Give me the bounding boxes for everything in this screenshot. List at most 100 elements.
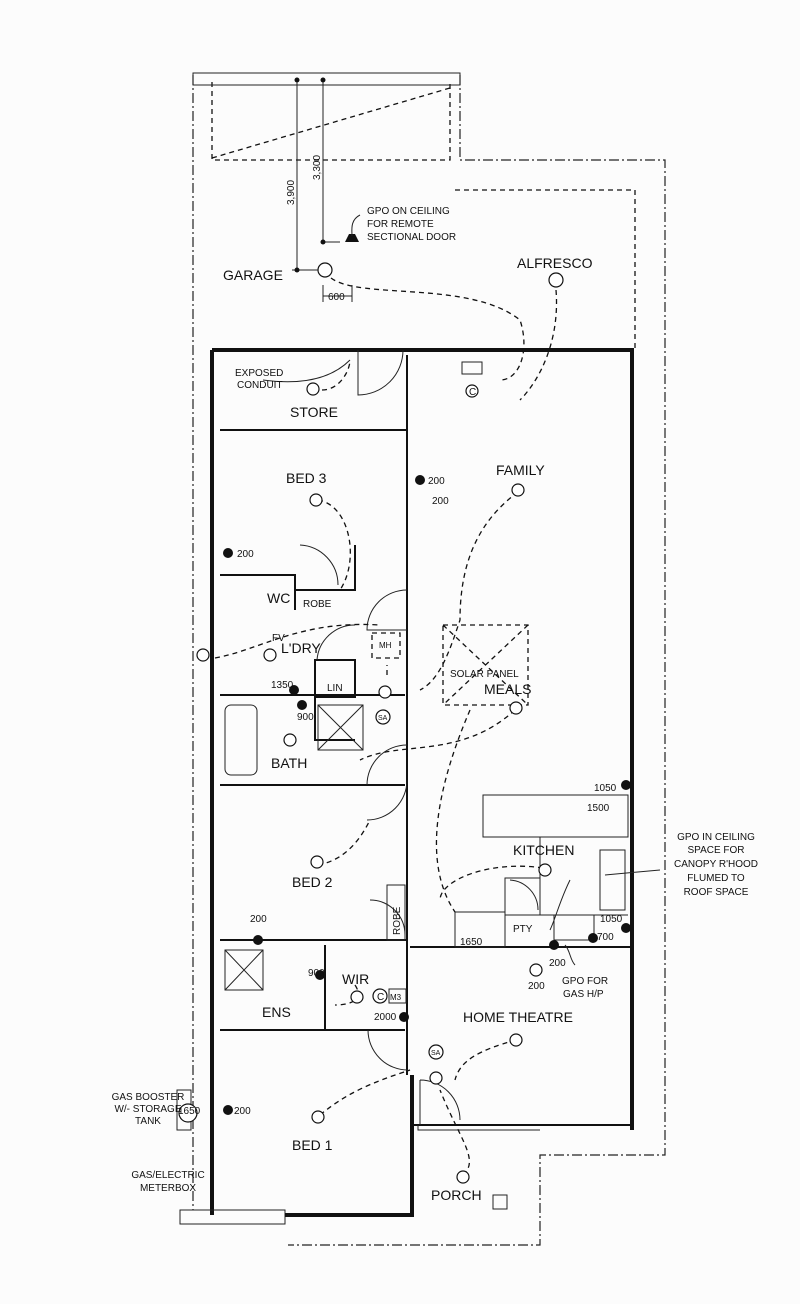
dim-200: 200 <box>237 549 254 560</box>
label-smoke-alarm: SA <box>378 715 388 722</box>
room-robe-1: ROBE <box>303 599 332 610</box>
room-robe-2: ROBE <box>392 906 403 935</box>
dim-1350: 1350 <box>271 680 294 691</box>
dim-900: 900 <box>297 712 314 723</box>
light-icon <box>350 990 364 1004</box>
room-pantry: PTY <box>513 924 533 935</box>
dimension-lines <box>262 77 661 966</box>
boundary-lines <box>192 72 666 1246</box>
dim-600: 600 <box>328 292 345 303</box>
room-bath: BATH <box>271 755 307 771</box>
dim-200: 200 <box>432 496 449 507</box>
dim-1050: 1050 <box>600 914 623 925</box>
light-icon <box>317 262 333 278</box>
room-ensuite: ENS <box>262 1004 291 1020</box>
smoke-alarm-icon <box>428 1044 444 1060</box>
note-gpo-ceiling-door: GPO ON CEILING <box>367 206 450 217</box>
label-m3: M3 <box>390 993 402 1002</box>
room-bed2: BED 2 <box>292 874 333 890</box>
room-linen: LIN <box>327 683 343 694</box>
note-gpo-gas: GAS H/P <box>563 989 604 1000</box>
light-icon <box>311 1110 325 1124</box>
dim-200: 200 <box>528 981 545 992</box>
room-kitchen: KITCHEN <box>513 842 574 858</box>
gpo-icon <box>399 1012 409 1022</box>
c-symbol-icon <box>465 384 479 398</box>
light-icon <box>456 1170 470 1184</box>
dim-3300: 3,300 <box>312 155 323 180</box>
note-exposed-conduit: EXPOSED <box>235 368 283 379</box>
dim-700: 700 <box>597 932 614 943</box>
note-meterbox: METERBOX <box>140 1183 196 1194</box>
dim-1500: 1500 <box>587 803 610 814</box>
room-bed3: BED 3 <box>286 470 327 486</box>
dim-2000: 2000 <box>374 1012 397 1023</box>
light-icon <box>509 701 523 715</box>
note-gpo-canopy: CANOPY R'HOOD <box>674 859 758 870</box>
note-gas-booster: GAS BOOSTER <box>112 1092 185 1103</box>
light-icon <box>509 1033 523 1047</box>
note-meterbox: GAS/ELECTRIC <box>131 1170 204 1181</box>
doors <box>299 349 539 1125</box>
room-wc: WC <box>267 590 290 606</box>
gpo-icon <box>223 1105 233 1115</box>
room-laundry: L'DRY <box>281 640 321 656</box>
room-store: STORE <box>290 404 338 420</box>
post-icon <box>492 1194 508 1210</box>
room-bed1: BED 1 <box>292 1137 333 1153</box>
dim-1050: 1050 <box>594 783 617 794</box>
label-fv: FV <box>272 633 285 644</box>
c-symbol-icon <box>372 988 388 1004</box>
electrical-wiring <box>214 277 558 1176</box>
m3-box <box>388 988 407 1004</box>
light-icon <box>306 382 320 396</box>
note-gpo-canopy: ROOF SPACE <box>684 887 749 898</box>
room-garage: GARAGE <box>223 267 283 283</box>
dim-200: 200 <box>428 476 445 487</box>
label-c: C <box>469 387 476 398</box>
light-icon <box>196 648 210 662</box>
room-labels: GARAGE ALFRESCO STORE FAMILY BED 3 WC RO… <box>223 255 593 1203</box>
light-icon <box>310 855 324 869</box>
dim-1650: 1650 <box>178 1106 201 1117</box>
gpo-icon <box>315 970 325 980</box>
room-home-theatre: HOME THEATRE <box>463 1009 573 1025</box>
light-icon <box>511 483 525 497</box>
gpo-icon <box>253 935 263 945</box>
walls <box>176 348 634 1225</box>
light-icon <box>283 733 297 747</box>
solar-panel-label: SOLAR PANEL <box>450 669 519 680</box>
dim-200: 200 <box>250 914 267 925</box>
light-icon <box>309 493 323 507</box>
room-alfresco: ALFRESCO <box>517 255 593 271</box>
light-icon <box>538 863 552 877</box>
manhole-icon <box>371 632 401 659</box>
gpo-icon <box>415 475 425 485</box>
label-smoke-alarm: SA <box>431 1050 441 1057</box>
smoke-alarm-icon <box>375 709 391 725</box>
switchboard-icon <box>461 361 483 375</box>
room-porch: PORCH <box>431 1187 482 1203</box>
gpo-icon <box>621 923 631 933</box>
room-meals: MEALS <box>484 681 531 697</box>
power-points <box>178 234 631 1210</box>
note-gpo-ceiling-door: FOR REMOTE <box>367 219 434 230</box>
note-exposed-conduit: CONDUIT <box>237 380 283 391</box>
light-icon <box>548 272 564 288</box>
gpo-icon <box>297 700 307 710</box>
note-gpo-ceiling-door: SECTIONAL DOOR <box>367 232 456 243</box>
gpo-icon <box>621 780 631 790</box>
gas-booster-icon <box>178 1103 198 1123</box>
light-icon <box>263 648 277 662</box>
annotations: EXPOSED CONDUIT GPO ON CEILING FOR REMOT… <box>112 206 758 1194</box>
note-gas-booster: TANK <box>135 1116 161 1127</box>
dim-200: 200 <box>234 1106 251 1117</box>
dim-900: 900 <box>308 968 325 979</box>
dim-200: 200 <box>549 958 566 969</box>
light-fittings <box>196 262 564 1184</box>
label-manhole: MH <box>379 641 392 650</box>
note-gpo-gas: GPO FOR <box>562 976 608 987</box>
solar-panel: SOLAR PANEL <box>442 624 529 706</box>
note-gpo-canopy: FLUMED TO <box>687 873 745 884</box>
